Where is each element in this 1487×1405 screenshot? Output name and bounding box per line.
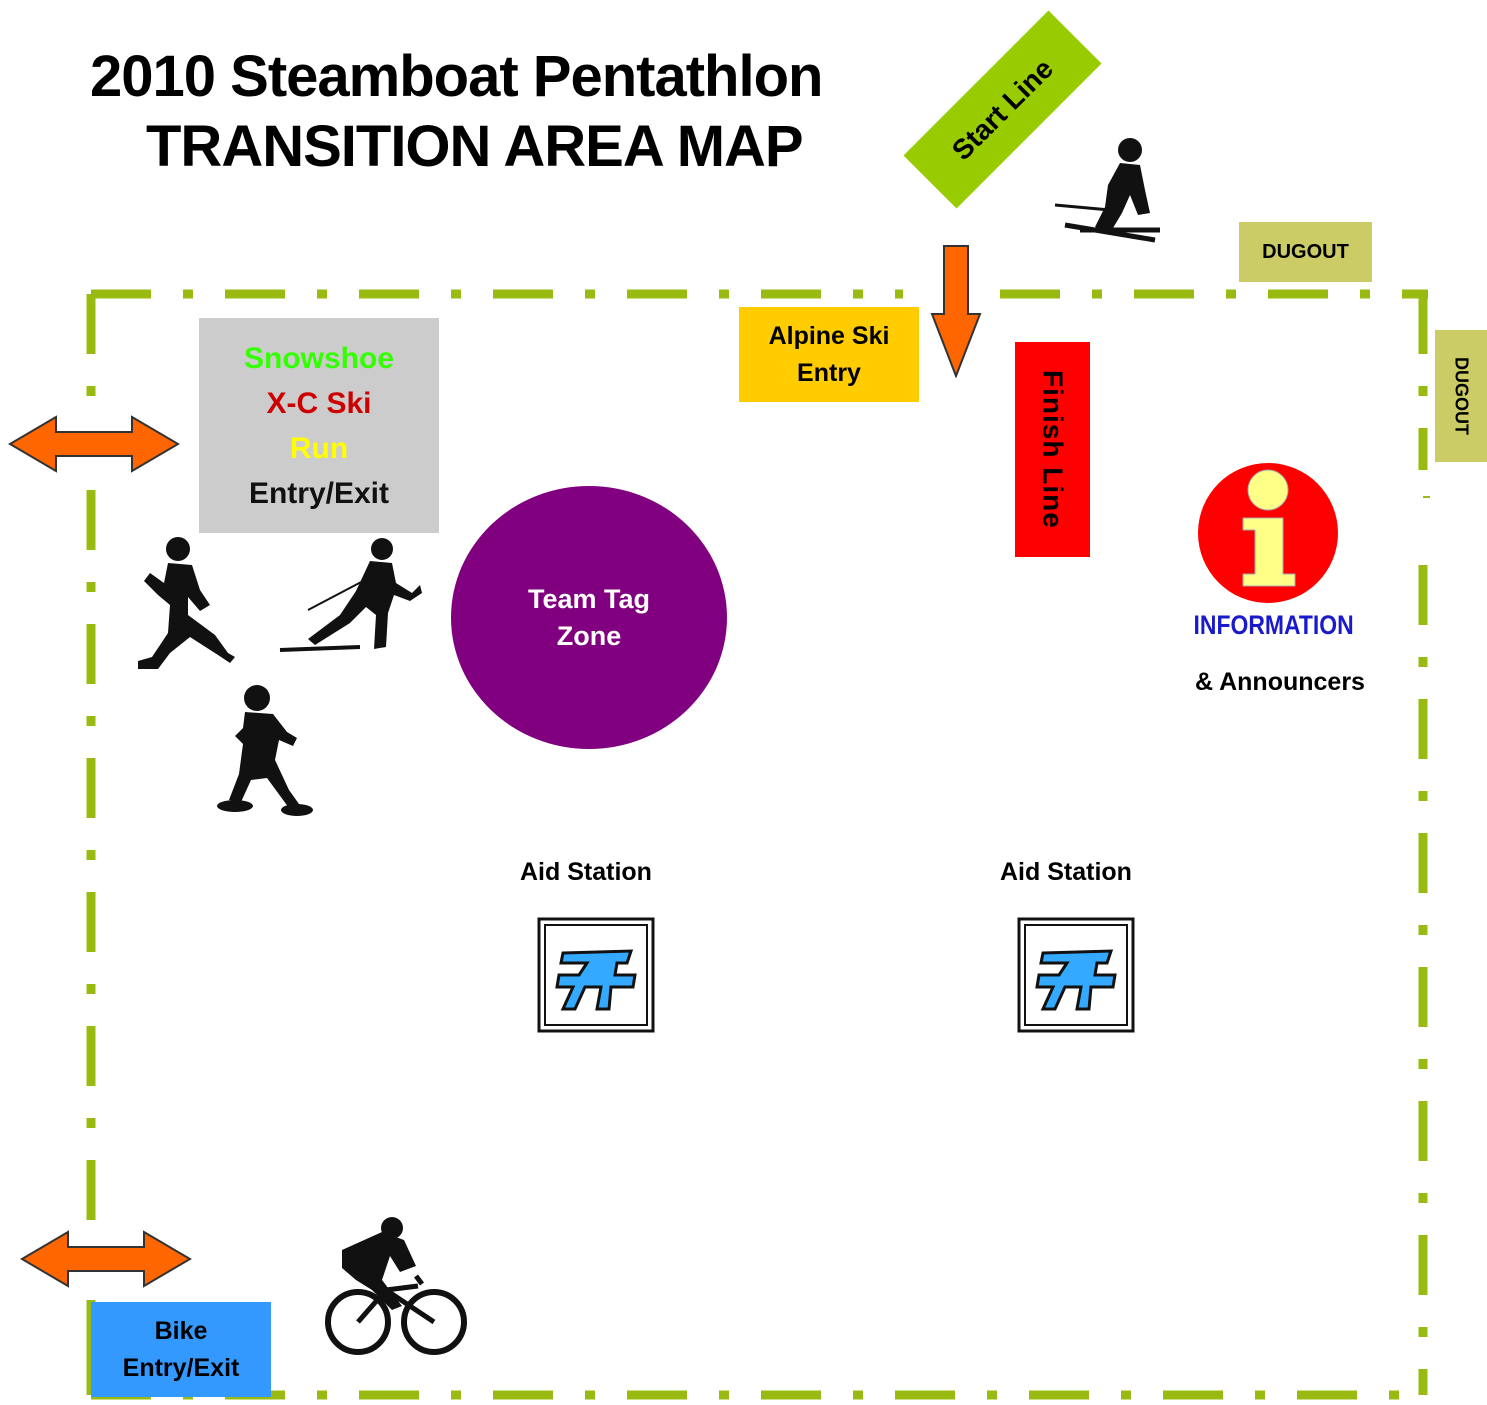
dugout-side-text: DUGOUT: [1451, 357, 1472, 435]
entry-exit-label: Entry/Exit: [248, 476, 390, 510]
double-arrow-icon: [8, 415, 180, 473]
snowshoe-label: Snowshoe: [243, 341, 394, 375]
cyclist-icon: [325, 1217, 467, 1355]
snowshoe-xc-run-entry-box: Snowshoe X-C Ski Run Entry/Exit: [199, 318, 439, 533]
xc-skier-icon: [279, 538, 422, 652]
title-line-1: 2010 Steamboat Pentathlon: [90, 44, 823, 109]
bike-entry-exit-box: Bike Entry/Exit: [91, 1302, 271, 1397]
picnic-table-icon: [1017, 917, 1135, 1033]
bike-line-1: Bike: [154, 1316, 208, 1345]
bike-line-2: Entry/Exit: [122, 1353, 240, 1382]
map-title: 2010 Steamboat Pentathlon TRANSITION ARE…: [90, 42, 890, 182]
alpine-ski-entry-box: Alpine Ski Entry: [739, 307, 919, 402]
announcers-label: & Announcers: [1195, 668, 1365, 696]
team-tag-line-1: Team Tag: [527, 583, 651, 614]
alpine-line-2: Entry: [797, 358, 861, 387]
picnic-table-icon: [537, 917, 655, 1033]
team-tag-zone: Team Tag Zone: [451, 486, 727, 749]
finish-line-text: Finish Line: [1037, 370, 1069, 529]
run-label: Run: [289, 431, 349, 465]
information-icon: [1198, 463, 1338, 603]
dugout-label-side: DUGOUT: [1435, 330, 1487, 462]
information-label: INFORMATION: [1193, 610, 1354, 640]
finish-line-box: Finish Line: [1015, 342, 1090, 557]
aid-station-label-1: Aid Station: [520, 858, 652, 886]
snowshoer-icon: [217, 685, 313, 816]
aid-station-label-2: Aid Station: [1000, 858, 1132, 886]
dugout-top-text: DUGOUT: [1262, 240, 1349, 263]
title-line-2: TRANSITION AREA MAP: [146, 114, 804, 179]
down-arrow-icon: [930, 245, 982, 378]
xc-ski-label: X-C Ski: [266, 386, 372, 420]
team-tag-line-2: Zone: [556, 620, 622, 651]
skier-icon: [1054, 138, 1160, 243]
runner-icon: [138, 537, 235, 669]
dugout-label-top: DUGOUT: [1239, 222, 1372, 282]
double-arrow-icon: [20, 1230, 192, 1288]
alpine-line-1: Alpine Ski: [768, 321, 890, 350]
